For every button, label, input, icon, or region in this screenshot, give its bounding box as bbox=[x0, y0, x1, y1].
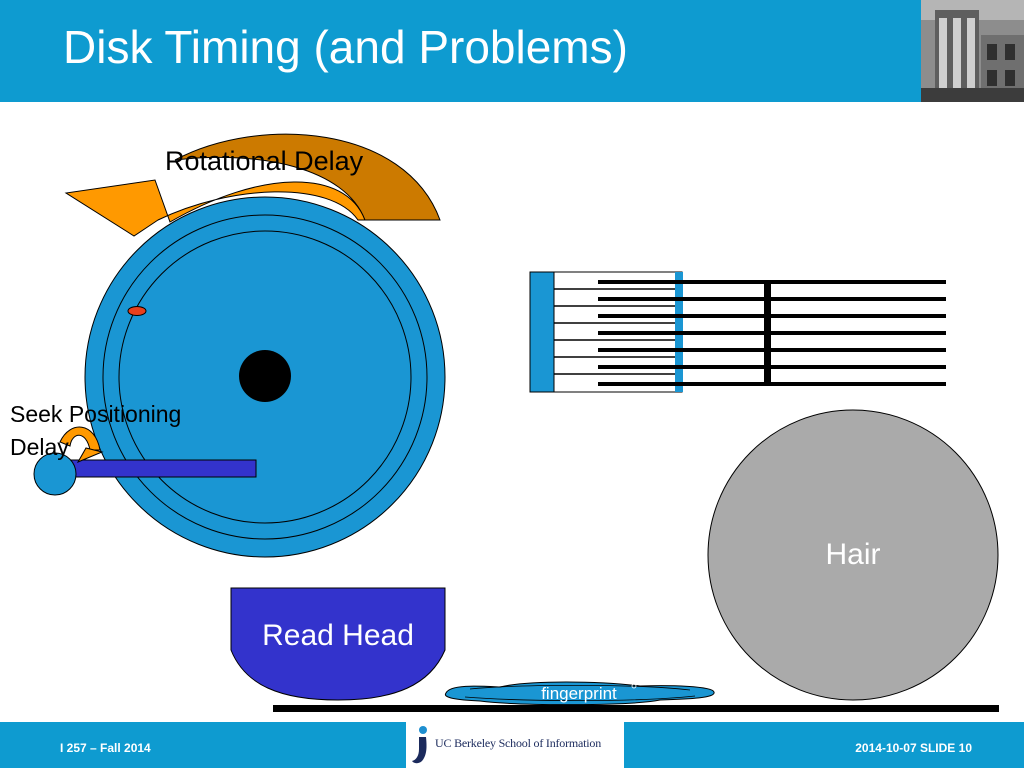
head-arms bbox=[598, 280, 946, 386]
seek-arrow-head bbox=[76, 447, 104, 464]
slide-footer: I 257 – Fall 2014 UC Berkeley School of … bbox=[0, 722, 1024, 768]
fingerprint-smudge bbox=[444, 681, 715, 706]
actuator-pivot bbox=[33, 452, 77, 496]
seek-positioning-delay-label: Seek Positioning Delay bbox=[10, 398, 181, 464]
platter-stack bbox=[554, 288, 682, 375]
course-label: I 257 – Fall 2014 bbox=[60, 741, 151, 755]
disk-diagram bbox=[33, 133, 999, 712]
slide-title: Disk Timing (and Problems) bbox=[63, 21, 628, 73]
ischool-i-icon bbox=[412, 726, 427, 764]
slide-header: Disk Timing (and Problems) bbox=[0, 0, 1024, 102]
disk-track-inner bbox=[118, 230, 412, 524]
head-assembly-base bbox=[529, 271, 555, 393]
hair-label: Hair bbox=[825, 538, 881, 571]
campus-building-photo bbox=[921, 0, 1024, 102]
rotational-delay-label: Rotational Delay bbox=[165, 146, 364, 176]
data-sector-marker bbox=[127, 306, 147, 316]
head-arm-spine bbox=[764, 282, 771, 384]
rotational-arrow bbox=[64, 179, 440, 237]
slide-info: 2014-10-07 SLIDE 10 bbox=[855, 741, 972, 755]
disk-surface bbox=[273, 705, 999, 712]
school-name: UC Berkeley School of Information bbox=[435, 736, 602, 750]
disk-track-outer bbox=[102, 214, 428, 540]
ucb-ischool-logo: UC Berkeley School of Information bbox=[406, 722, 624, 768]
fingerprint-label: fingerprint bbox=[541, 684, 617, 703]
read-head bbox=[230, 587, 446, 701]
disk-spindle bbox=[239, 350, 291, 402]
seek-label-line1: Seek Positioning bbox=[10, 401, 182, 427]
rotational-arrow-tail bbox=[174, 133, 441, 221]
seek-label-line2: Delay bbox=[10, 434, 69, 460]
hair-particle bbox=[707, 409, 999, 701]
read-head-label: Read Head bbox=[262, 619, 414, 652]
